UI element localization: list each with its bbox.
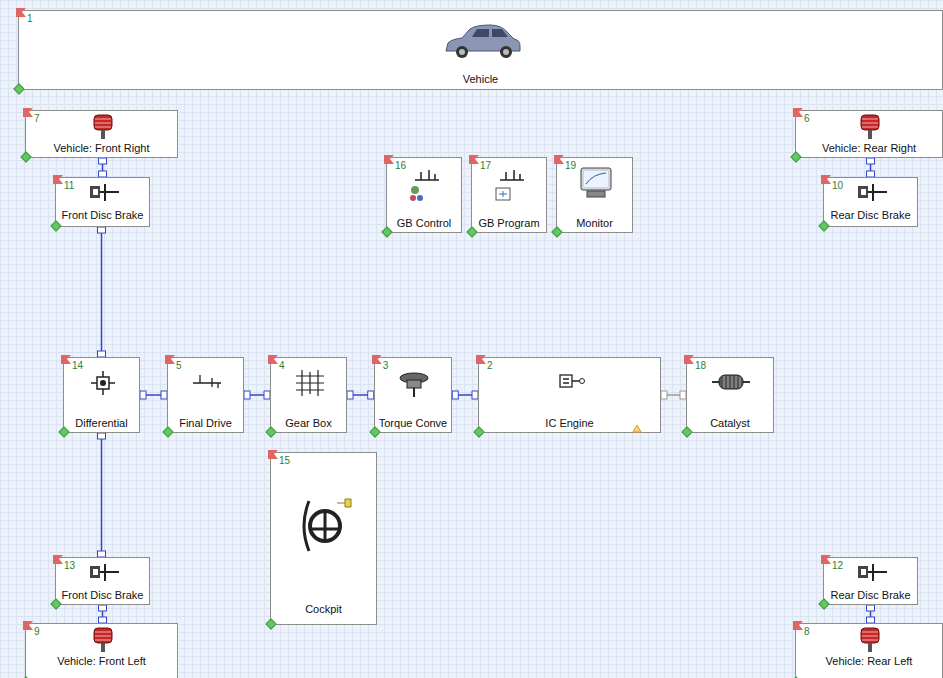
callout-number: 1 <box>27 13 33 25</box>
block-label: Cockpit <box>271 603 376 616</box>
callout-number: 10 <box>832 180 843 192</box>
block-label: Final Drive <box>168 417 243 430</box>
callout-number: 12 <box>832 560 843 572</box>
port-marker <box>244 391 250 399</box>
block-label: Gear Box <box>271 417 346 430</box>
callout-number: 15 <box>279 455 290 467</box>
component-block: 9Vehicle: Front Left <box>25 623 178 678</box>
callout-number: 16 <box>395 160 406 172</box>
component-icon <box>90 370 116 396</box>
component-icon <box>579 166 613 200</box>
port-marker <box>98 433 106 439</box>
component-block: 19Monitor <box>556 157 633 233</box>
block-label: Rear Disc Brake <box>824 589 917 602</box>
component-block: 2 IC Engine <box>478 357 661 433</box>
callout-number: 8 <box>804 626 810 638</box>
callout-number: 4 <box>279 360 285 372</box>
block-label: Vehicle: Front Left <box>26 655 177 668</box>
component-block: 5Final Drive <box>167 357 244 433</box>
block-label: Differential <box>64 417 139 430</box>
block-label: Vehicle: Rear Right <box>796 142 942 155</box>
component-icon <box>556 372 586 392</box>
connector <box>101 227 103 357</box>
component-icon <box>87 563 121 585</box>
callout-number: 3 <box>383 360 389 372</box>
port-marker <box>99 605 107 611</box>
port-marker <box>99 158 107 164</box>
callout-number: 14 <box>72 360 83 372</box>
component-icon <box>858 627 882 653</box>
block-label: Rear Disc Brake <box>824 209 917 222</box>
connector <box>101 433 103 557</box>
port-marker <box>347 391 353 399</box>
component-icon <box>407 168 443 204</box>
component-icon <box>855 563 889 585</box>
component-icon <box>91 114 115 140</box>
component-block: 16 GB Control <box>386 157 462 233</box>
component-block: 18Catalyst <box>686 357 774 433</box>
component-block: 15Cockpit <box>270 452 377 625</box>
callout-number: 5 <box>176 360 182 372</box>
port-marker <box>98 227 106 233</box>
callout-number: 7 <box>34 113 40 125</box>
block-label: Torque Conve <box>375 417 452 430</box>
component-block: 13Front Disc Brake <box>55 557 150 605</box>
port-marker <box>452 391 458 399</box>
callout-number: 11 <box>64 180 74 192</box>
component-block: 17 GB Program <box>471 157 547 233</box>
component-block: 10Rear Disc Brake <box>823 177 918 227</box>
component-block: 12Rear Disc Brake <box>823 557 918 605</box>
component-block: 3Torque Conve <box>374 357 453 433</box>
callout-number: 17 <box>480 160 491 172</box>
block-label: Monitor <box>557 217 632 230</box>
component-icon <box>297 491 353 561</box>
port-marker <box>140 391 146 399</box>
component-icon <box>858 114 882 140</box>
component-icon <box>711 372 751 392</box>
block-label: Front Disc Brake <box>56 589 149 602</box>
component-block: 8Vehicle: Rear Left <box>795 623 943 678</box>
component-icon <box>294 368 326 398</box>
callout-number: 6 <box>804 113 810 125</box>
component-block: 6Vehicle: Rear Right <box>795 110 943 158</box>
component-icon <box>440 21 524 61</box>
component-block: 1Vehicle <box>18 10 943 90</box>
block-label: IC Engine <box>479 417 660 430</box>
component-icon <box>87 183 121 205</box>
port-marker <box>632 424 642 433</box>
block-label: Vehicle: Rear Left <box>796 655 942 668</box>
callout-number: 19 <box>565 160 576 172</box>
component-icon <box>192 372 222 390</box>
callout-number: 9 <box>34 626 40 638</box>
component-block: 14Differential <box>63 357 140 433</box>
port-marker <box>867 158 875 164</box>
callout-number: 13 <box>64 560 75 572</box>
component-block: 11Front Disc Brake <box>55 177 150 227</box>
component-icon <box>855 183 889 205</box>
port-marker <box>661 391 667 399</box>
component-icon <box>397 370 431 398</box>
block-label: Catalyst <box>687 417 773 430</box>
component-block: 7Vehicle: Front Right <box>25 110 178 158</box>
component-icon <box>492 168 528 204</box>
callout-number: 18 <box>695 360 706 372</box>
block-label: Front Disc Brake <box>56 209 149 222</box>
component-block: 4Gear Box <box>270 357 347 433</box>
block-label: Vehicle <box>19 73 942 86</box>
block-label: GB Control <box>387 217 461 230</box>
component-icon <box>91 627 115 653</box>
callout-number: 2 <box>487 360 493 372</box>
port-marker <box>867 605 875 611</box>
block-label: Vehicle: Front Right <box>26 142 177 155</box>
block-label: GB Program <box>472 217 546 230</box>
